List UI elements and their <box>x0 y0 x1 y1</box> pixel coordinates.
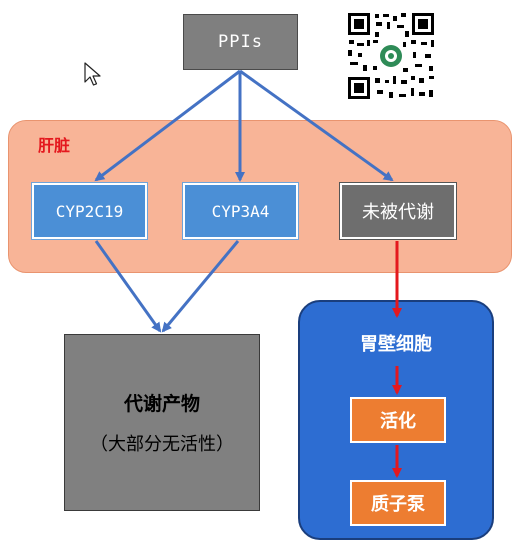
qr-code-icon <box>345 10 437 102</box>
cyp2c19-node: CYP2C19 <box>32 183 147 239</box>
cyp3a4-node: CYP3A4 <box>183 183 298 239</box>
metabolites-node: 代谢产物 （大部分无活性） <box>64 334 260 511</box>
parietal-cell-label: 胃壁细胞 <box>360 334 432 355</box>
arrow-ppis-to-unmetabolized <box>239 69 394 182</box>
arrow-cyp2c19-to-metabolites <box>94 240 162 333</box>
proton-pump-node: 质子泵 <box>350 480 446 526</box>
arrow-cyp3a4-to-metabolites <box>161 240 240 333</box>
metabolites-title: 代谢产物 <box>123 393 200 415</box>
metabolites-subtitle: （大部分无活性） <box>90 434 234 455</box>
unmetabolized-node: 未被代谢 <box>340 183 456 239</box>
arrow-ppis-to-cyp2c19 <box>94 69 241 182</box>
mouse-pointer-icon <box>84 62 101 86</box>
liver-label: 肝脏 <box>38 136 71 155</box>
ppis-node: PPIs <box>183 14 298 70</box>
activation-node: 活化 <box>350 397 446 443</box>
